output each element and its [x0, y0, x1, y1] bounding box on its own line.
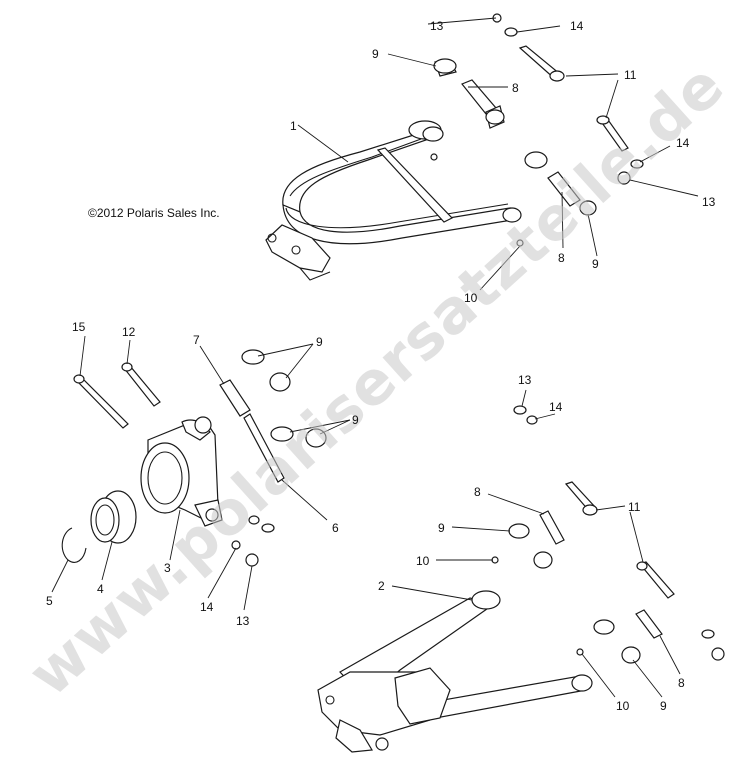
bearing	[90, 490, 137, 544]
leader-lines	[51, 17, 699, 698]
callout-11-upper: 11	[624, 68, 637, 82]
callout-13-upper-top: 13	[430, 19, 444, 33]
bearing-carrier	[140, 416, 223, 527]
callout-1: 1	[290, 119, 297, 133]
callout-4: 4	[97, 582, 104, 596]
callout-15: 15	[72, 320, 86, 334]
lower-hardware	[491, 405, 725, 664]
hub-hardware	[73, 349, 327, 567]
callout-9-lower-top: 9	[438, 521, 445, 535]
lower-a-arm	[317, 590, 593, 753]
callout-13-upper-bottom: 13	[702, 195, 716, 209]
callout-labels: 1 2 3 4 5 6 7 8 8 8 8 9 9 9 9 9 9 10 10 …	[46, 19, 716, 713]
callout-9-upper-bottom: 9	[592, 257, 599, 271]
callout-6: 6	[332, 521, 339, 535]
callout-14-upper-top: 14	[570, 19, 584, 33]
callout-8-upper-top: 8	[512, 81, 519, 95]
callout-8-lower-bottom: 8	[678, 676, 685, 690]
callout-10-lower-top: 10	[416, 554, 430, 568]
upper-hardware	[430, 13, 644, 247]
snap-ring	[61, 527, 87, 563]
callout-9-lower-bottom: 9	[660, 699, 667, 713]
callout-14-upper-bottom: 14	[676, 136, 690, 150]
callout-2: 2	[378, 579, 385, 593]
callout-3: 3	[164, 561, 171, 575]
callout-12: 12	[122, 325, 136, 339]
callout-8-lower-top: 8	[474, 485, 481, 499]
callout-10-upper: 10	[464, 291, 478, 305]
callout-14-hub: 14	[200, 600, 214, 614]
callout-10-lower-bottom: 10	[616, 699, 630, 713]
callout-13-lower: 13	[518, 373, 532, 387]
upper-a-arm	[265, 120, 522, 281]
callout-9-upper-top: 9	[372, 47, 379, 61]
callout-13-hub: 13	[236, 614, 250, 628]
callout-11-lower: 11	[628, 500, 641, 514]
copyright-notice: ©2012 Polaris Sales Inc.	[88, 206, 220, 220]
callout-9-hub-top: 9	[316, 335, 323, 349]
callout-7: 7	[193, 333, 200, 347]
callout-9-hub-bottom: 9	[352, 413, 359, 427]
callout-8-upper-bottom: 8	[558, 251, 565, 265]
callout-14-lower: 14	[549, 400, 563, 414]
callout-5: 5	[46, 594, 53, 608]
